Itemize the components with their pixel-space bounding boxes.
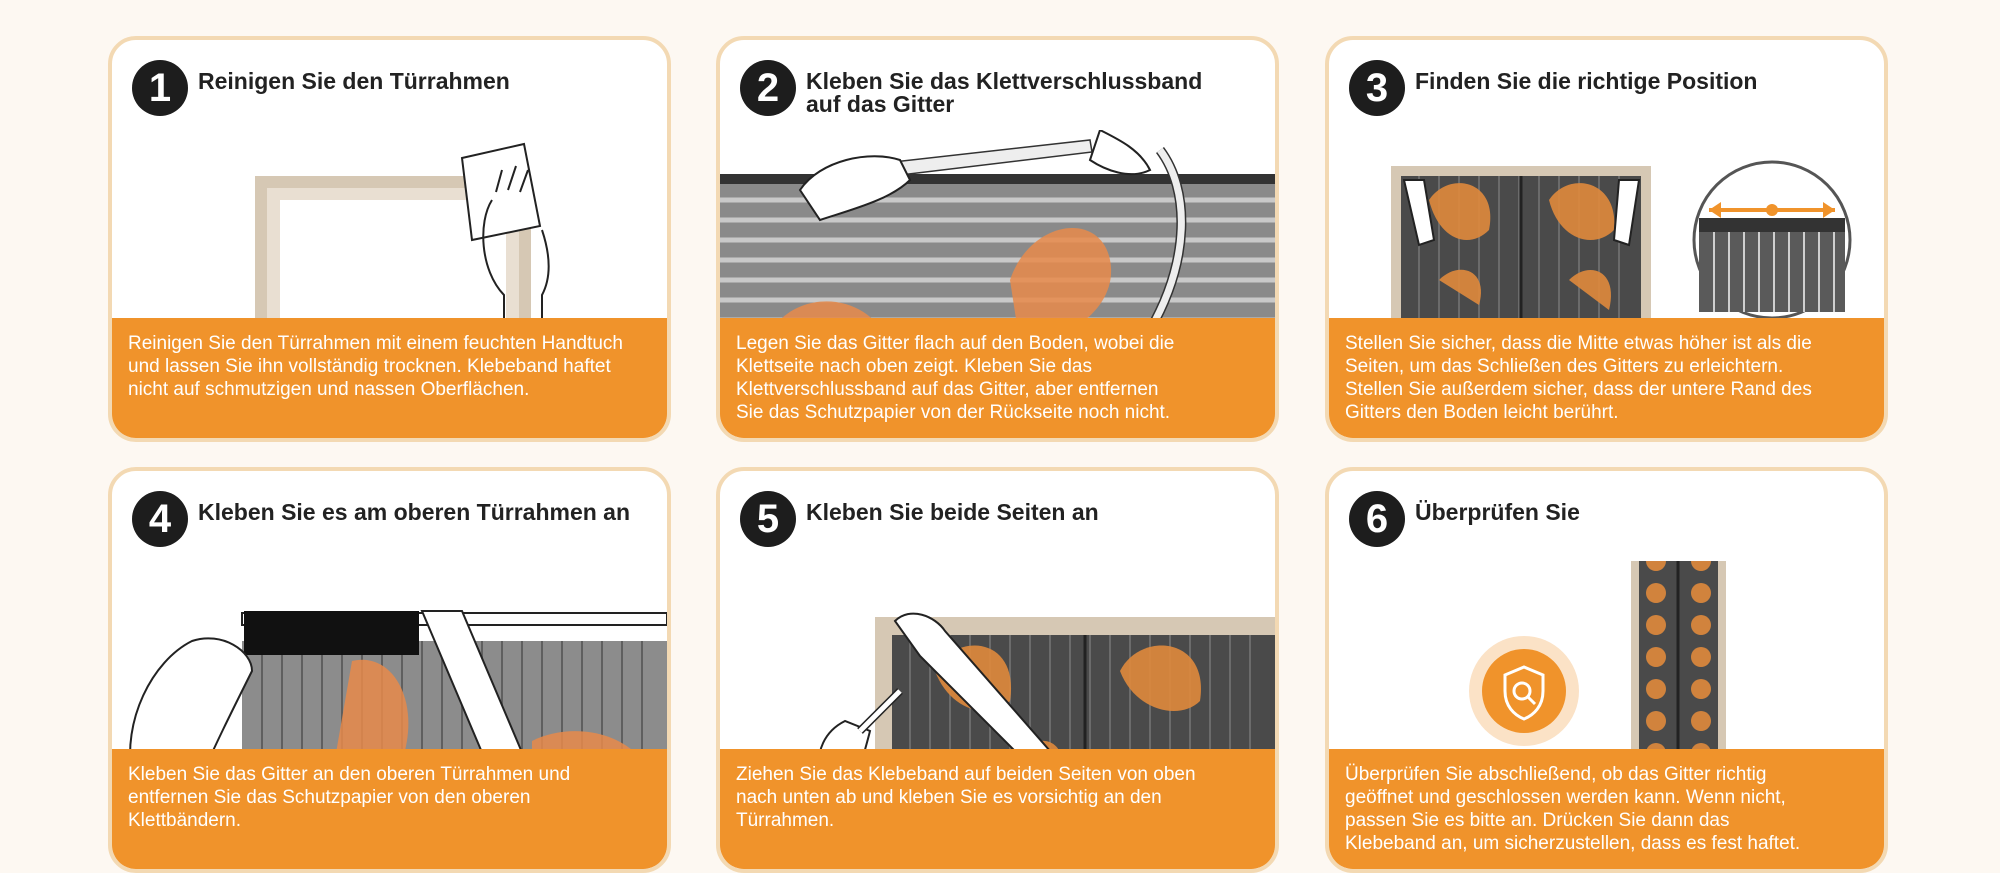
step-header: 5 Kleben Sie beide Seiten an bbox=[740, 491, 1255, 547]
description-line: Kleben Sie das Gitter an den oberen Türr… bbox=[128, 764, 571, 785]
step-title: Reinigen Sie den Türrahmen bbox=[198, 68, 510, 94]
hand-icon bbox=[129, 637, 254, 776]
step-card-2: 2 Kleben Sie das Klettverschlussband auf… bbox=[716, 36, 1279, 442]
description-line: Gitters den Boden leicht berührt. bbox=[1345, 402, 1619, 423]
step-number-badge: 1 bbox=[132, 60, 188, 116]
step-header: 3 Finden Sie die richtige Position bbox=[1349, 60, 1864, 116]
step-description: Überprüfen Sie abschließend, ob das Gitt… bbox=[1329, 749, 1884, 869]
description-line: Überprüfen Sie abschließend, ob das Gitt… bbox=[1345, 764, 1767, 785]
finished-door-illustration bbox=[1469, 561, 1726, 776]
description-line: entfernen Sie das Schutzpapier von den o… bbox=[128, 787, 531, 808]
description-line: Klettseite nach oben zeigt. Kleben Sie d… bbox=[736, 356, 1092, 377]
step-number-badge: 6 bbox=[1349, 491, 1405, 547]
step-card-3: 3 Finden Sie die richtige Position bbox=[1325, 36, 1888, 442]
step-card-6: 6 Überprüfen Sie Überprüfen Sie abschlie… bbox=[1325, 467, 1888, 873]
step-description: Legen Sie das Gitter flach auf den Boden… bbox=[720, 318, 1275, 438]
description-line: Klebeband an, um sicherzustellen, dass e… bbox=[1345, 833, 1801, 854]
step-description: Stellen Sie sicher, dass die Mitte etwas… bbox=[1329, 318, 1884, 438]
step-card-5: 5 Kleben Sie beide Seiten an Ziehen Sie … bbox=[716, 467, 1279, 873]
step-title: Kleben Sie das Klettverschlussband auf d… bbox=[806, 68, 1203, 117]
step-title: Finden Sie die richtige Position bbox=[1415, 68, 1758, 94]
description-line: nicht auf schmutzigen und nassen Oberflä… bbox=[128, 379, 530, 400]
description-line: Klettverschlussband auf das Gitter, aber… bbox=[736, 379, 1159, 400]
zoom-detail-circle bbox=[1692, 160, 1852, 320]
step-number-badge: 4 bbox=[132, 491, 188, 547]
hand-icon bbox=[798, 130, 1152, 222]
position-screen-illustration bbox=[1391, 160, 1852, 345]
description-line: Klettbändern. bbox=[128, 810, 242, 831]
description-line: Legen Sie das Gitter flach auf den Boden… bbox=[736, 333, 1175, 354]
description-line: Reinigen Sie den Türrahmen mit einem feu… bbox=[128, 333, 623, 354]
step-title: Kleben Sie es am oberen Türrahmen an bbox=[198, 499, 631, 525]
step-description: Ziehen Sie das Klebeband auf beiden Seit… bbox=[720, 749, 1275, 869]
shield-search-icon bbox=[1469, 636, 1579, 746]
description-line: Sie das Schutzpapier von der Rückseite n… bbox=[736, 402, 1171, 423]
description-line: Stellen Sie außerdem sicher, dass der un… bbox=[1345, 379, 1812, 400]
step-header: 1 Reinigen Sie den Türrahmen bbox=[132, 60, 647, 116]
step-card-1: 1 Reinigen Sie den Türrahmen Reinigen Si… bbox=[108, 36, 671, 442]
step-number-badge: 3 bbox=[1349, 60, 1405, 116]
step-title: Kleben Sie beide Seiten an bbox=[806, 499, 1099, 525]
sides-attach-illustration bbox=[817, 612, 1275, 776]
door-frame-cleaning-illustration bbox=[255, 142, 550, 345]
step-description: Reinigen Sie den Türrahmen mit einem feu… bbox=[112, 318, 667, 438]
hand-icon bbox=[1402, 179, 1641, 247]
hand-with-cloth-icon bbox=[460, 142, 550, 345]
step-header: 6 Überprüfen Sie bbox=[1349, 491, 1864, 547]
description-line: Ziehen Sie das Klebeband auf beiden Seit… bbox=[736, 764, 1196, 785]
step-card-4: 4 Kleben Sie es am oberen Türrahmen an K… bbox=[108, 467, 671, 873]
description-line: Stellen Sie sicher, dass die Mitte etwas… bbox=[1345, 333, 1812, 354]
description-line: nach unten ab und kleben Sie es vorsicht… bbox=[736, 787, 1162, 808]
description-line: geöffnet und geschlossen werden kann. We… bbox=[1345, 787, 1786, 808]
step-header: 4 Kleben Sie es am oberen Türrahmen an bbox=[132, 491, 647, 547]
description-line: Seiten, um das Schließen des Gitters zu … bbox=[1345, 356, 1784, 377]
description-line: Türrahmen. bbox=[736, 810, 835, 831]
velcro-on-screen-illustration bbox=[720, 130, 1275, 345]
description-line: passen Sie es bitte an. Drücken Sie dann… bbox=[1345, 810, 1730, 831]
top-frame-attach-illustration bbox=[129, 610, 667, 776]
step-number-badge: 2 bbox=[740, 60, 796, 116]
description-line: und lassen Sie ihn vollständig trocknen.… bbox=[128, 356, 611, 377]
step-header: 2 Kleben Sie das Klettverschlussband auf… bbox=[740, 60, 1255, 116]
step-number-badge: 5 bbox=[740, 491, 796, 547]
step-title: Überprüfen Sie bbox=[1415, 499, 1580, 525]
step-description: Kleben Sie das Gitter an den oberen Türr… bbox=[112, 749, 667, 869]
